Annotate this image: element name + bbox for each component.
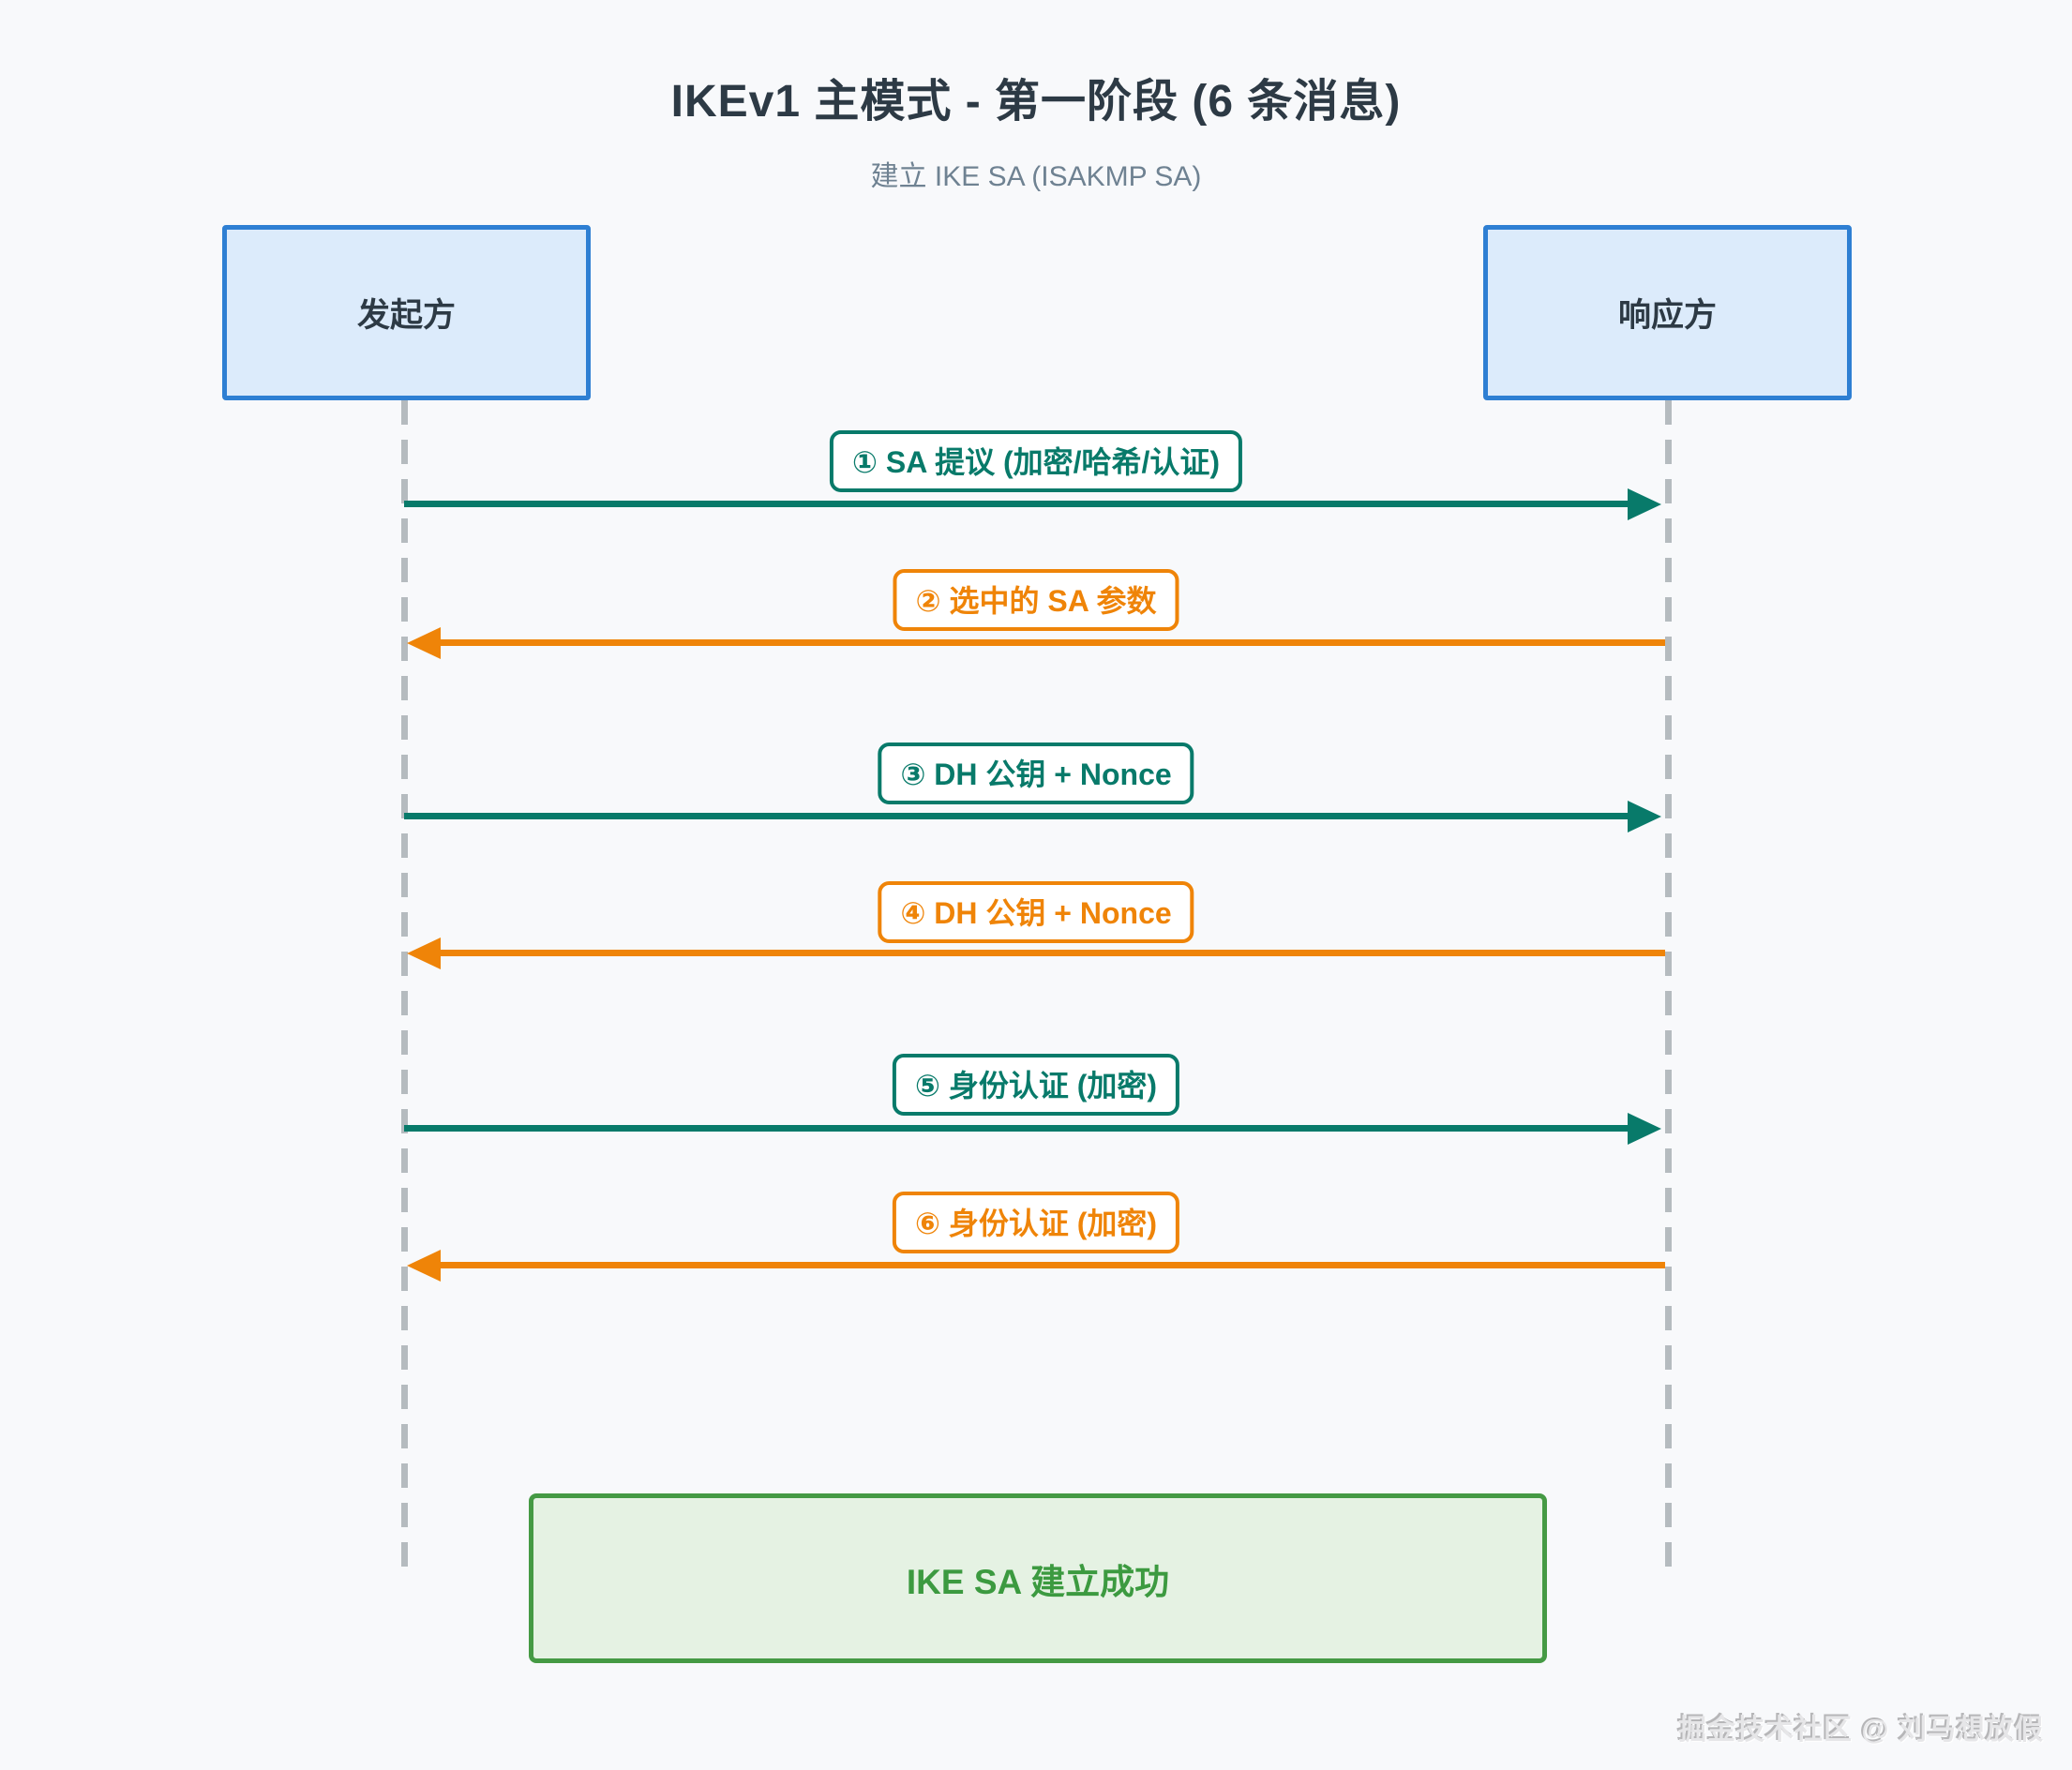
actor-responder-label: 响应方 [1617,297,1717,334]
message-1-arrow [404,488,1661,520]
actor-responder-box: 响应方 [1483,225,1852,400]
message-5-arrow [404,1113,1661,1145]
message-5-label: ⑤ 身份认证 (加密) [892,1054,1180,1116]
arrowhead-right-icon [1628,488,1661,520]
message-6-label: ⑥ 身份认证 (加密) [892,1192,1180,1253]
success-note-label: IKE SA 建立成功 [906,1562,1170,1601]
success-note: IKE SA 建立成功 [529,1493,1547,1663]
message-4-arrow [407,938,1665,969]
arrowhead-right-icon [1628,801,1661,832]
message-3-arrow [404,801,1661,832]
actor-initiator-box: 发起方 [222,225,591,400]
arrowhead-left-icon [407,627,441,659]
message-2-arrow [407,627,1665,659]
actor-initiator-label: 发起方 [356,297,456,334]
diagram-title: IKEv1 主模式 - 第一阶段 (6 条消息) [670,77,1402,127]
watermark: 掘金技术社区 @ 刘马想放假 [1678,1715,2044,1746]
message-3-label: ③ DH 公钥 + Nonce [878,742,1194,804]
message-4-label: ④ DH 公钥 + Nonce [878,881,1194,943]
message-6-arrow [407,1250,1665,1282]
arrowhead-left-icon [407,938,441,969]
message-2-label: ② 选中的 SA 参数 [893,569,1179,631]
arrowhead-left-icon [407,1250,441,1282]
arrowhead-right-icon [1628,1113,1661,1145]
lifeline-initiator [401,400,408,1580]
message-1-label: ① SA 提议 (加密/哈希/认证) [829,430,1243,492]
lifeline-responder [1665,400,1672,1580]
diagram-subtitle: 建立 IKE SA (ISAKMP SA) [870,161,1202,192]
